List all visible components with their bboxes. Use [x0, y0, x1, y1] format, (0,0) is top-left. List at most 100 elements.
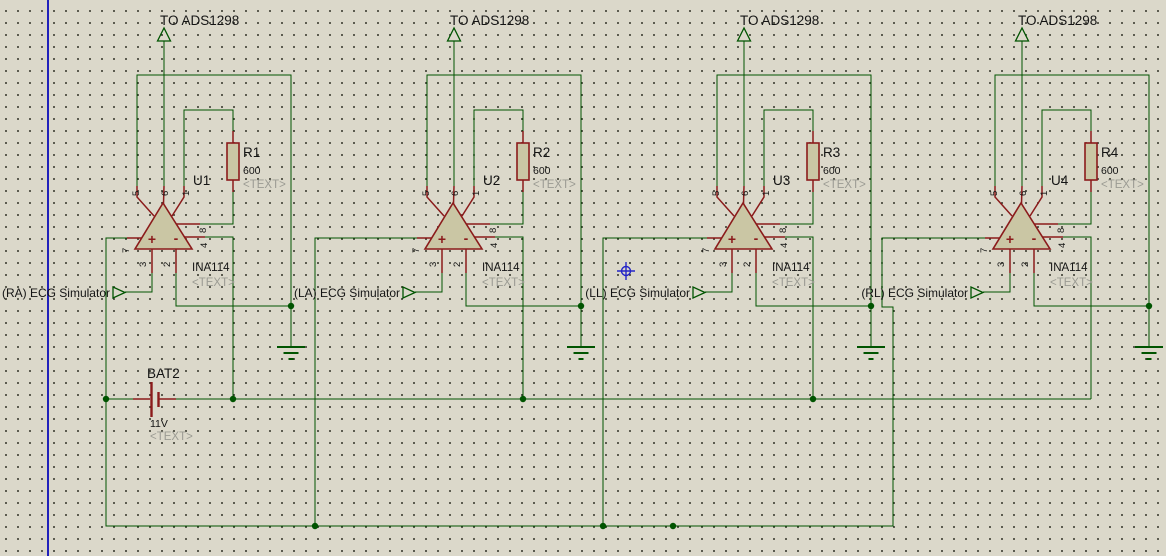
- amplifier-placeholder[interactable]: <TEXT>: [482, 277, 525, 289]
- output-terminal-icon[interactable]: [156, 26, 172, 42]
- wire[interactable]: [465, 273, 581, 307]
- battery-placeholder[interactable]: <TEXT>: [150, 431, 193, 443]
- resistor-value[interactable]: 600: [1101, 165, 1119, 177]
- ina114-amplifier[interactable]: + - 5 6 1 7 3 2 8 4 U1 INA114 <TEXT>: [121, 173, 235, 289]
- resistor-ref[interactable]: R2: [533, 145, 550, 160]
- resistor-ref[interactable]: R1: [243, 145, 260, 160]
- resistor-placeholder[interactable]: <TEXT>: [243, 179, 286, 191]
- wire[interactable]: [490, 192, 524, 225]
- amplifier-part[interactable]: INA114: [772, 262, 810, 274]
- resistor-placeholder[interactable]: <TEXT>: [1101, 179, 1144, 191]
- resistor-ref[interactable]: R3: [823, 145, 840, 160]
- resistor[interactable]: R3 600 <TEXT>: [806, 131, 866, 192]
- pin-lead[interactable]: [171, 186, 185, 217]
- wire[interactable]: [200, 192, 234, 225]
- wire[interactable]: [205, 236, 234, 399]
- pin-lead[interactable]: [461, 186, 475, 217]
- resistor-ref[interactable]: R4: [1101, 145, 1119, 160]
- top-terminal-label[interactable]: TO ADS1298: [450, 13, 529, 28]
- wire[interactable]: [705, 273, 733, 293]
- input-terminal-label[interactable]: (RL) ECG Simulator: [861, 286, 968, 300]
- wire[interactable]: [1058, 192, 1092, 225]
- resistor-value[interactable]: 600: [533, 165, 551, 177]
- amplifier-block-4[interactable]: TO ADS1298 R4 600 <TEXT>: [861, 13, 1163, 399]
- ground-symbol[interactable]: [277, 346, 305, 360]
- resistor-body[interactable]: [1084, 142, 1098, 181]
- pin-lead[interactable]: [426, 186, 445, 217]
- battery[interactable]: BAT2 11V <TEXT>: [102, 366, 193, 443]
- resistor-body[interactable]: [226, 142, 240, 181]
- resistor[interactable]: R2 600 <TEXT>: [516, 131, 576, 192]
- wire[interactable]: [780, 192, 814, 225]
- ina114-amplifier[interactable]: + - 5 6 1 7 3 2 8 4 U2 INA114 <TEXT>: [411, 173, 525, 289]
- resistor-body[interactable]: [806, 142, 820, 181]
- input-terminal-icon[interactable]: [402, 285, 417, 300]
- resistor-placeholder[interactable]: <TEXT>: [533, 179, 576, 191]
- resistor[interactable]: R1 600 <TEXT>: [226, 131, 286, 192]
- wire[interactable]: [175, 273, 291, 307]
- amplifier-part[interactable]: INA114: [1050, 262, 1088, 274]
- amplifier-ref[interactable]: U3: [773, 173, 790, 188]
- wire[interactable]: [755, 273, 871, 307]
- amplifier-block-2[interactable]: TO ADS1298 R2 600 <TEXT>: [294, 13, 595, 399]
- input-terminal-icon[interactable]: [692, 285, 707, 300]
- amplifier-part[interactable]: INA114: [192, 262, 230, 274]
- wire[interactable]: [415, 273, 443, 293]
- wire[interactable]: [602, 237, 707, 526]
- resistor-value[interactable]: 600: [243, 165, 261, 177]
- wire[interactable]: [314, 237, 417, 526]
- pin-lead[interactable]: [1020, 185, 1023, 205]
- amplifier-ref[interactable]: U4: [1051, 173, 1069, 188]
- wire[interactable]: [473, 109, 524, 186]
- amplifier-placeholder[interactable]: <TEXT>: [192, 277, 235, 289]
- vplus-net[interactable]: [105, 237, 985, 530]
- battery-value[interactable]: 11V: [150, 418, 168, 430]
- input-terminal-label[interactable]: (RA) ECG Simulator: [2, 286, 110, 300]
- ground-symbol[interactable]: [567, 346, 595, 360]
- wire[interactable]: [1033, 273, 1149, 307]
- input-terminal-label[interactable]: (LL) ECG Simulator: [585, 286, 690, 300]
- top-terminal-label[interactable]: TO ADS1298: [740, 13, 819, 28]
- input-terminal-icon[interactable]: [970, 285, 985, 300]
- wire[interactable]: [125, 273, 153, 293]
- amplifier-placeholder[interactable]: <TEXT>: [772, 277, 815, 289]
- output-terminal-icon[interactable]: [1014, 26, 1030, 42]
- wire[interactable]: [136, 74, 292, 347]
- pin-lead[interactable]: [136, 186, 155, 217]
- battery-ref[interactable]: BAT2: [147, 366, 180, 381]
- wire[interactable]: [183, 109, 234, 186]
- amplifier-block-1[interactable]: TO ADS1298 R1 600 <TEXT>: [2, 13, 305, 399]
- resistor-placeholder[interactable]: <TEXT>: [823, 179, 866, 191]
- opamp-triangle[interactable]: [713, 201, 774, 250]
- ina114-amplifier[interactable]: + - 5 6 1 7 3 2 8 4 U4 INA114 <TEXT>: [979, 173, 1093, 289]
- wire[interactable]: [785, 236, 814, 399]
- resistor-body[interactable]: [516, 142, 530, 181]
- resistor[interactable]: R4 600 <TEXT>: [1084, 131, 1144, 192]
- pin-lead[interactable]: [1029, 186, 1043, 217]
- ground-symbol[interactable]: [857, 346, 885, 360]
- wire[interactable]: [495, 236, 524, 399]
- amplifier-ref[interactable]: U1: [193, 173, 210, 188]
- wire[interactable]: [1063, 236, 1092, 399]
- top-terminal-label[interactable]: TO ADS1298: [160, 13, 239, 28]
- output-terminal-icon[interactable]: [446, 26, 462, 42]
- opamp-triangle[interactable]: [991, 201, 1052, 250]
- wire[interactable]: [763, 109, 814, 186]
- input-terminal-icon[interactable]: [112, 285, 127, 300]
- pin-lead[interactable]: [742, 185, 745, 205]
- wire[interactable]: [983, 273, 1011, 293]
- amplifier-ref[interactable]: U2: [483, 173, 500, 188]
- wire[interactable]: [716, 74, 872, 347]
- wire[interactable]: [105, 237, 985, 527]
- pin-lead[interactable]: [716, 186, 735, 217]
- opamp-triangle[interactable]: [423, 201, 484, 250]
- ground-symbol[interactable]: [1135, 346, 1163, 360]
- wire[interactable]: [426, 74, 582, 347]
- pin-lead[interactable]: [994, 186, 1013, 217]
- wire[interactable]: [994, 74, 1150, 347]
- ina114-amplifier[interactable]: + - 5 6 1 7 3 2 8 4 U3 INA114 <TEXT>: [701, 173, 815, 289]
- opamp-triangle[interactable]: [133, 201, 194, 250]
- input-terminal-label[interactable]: (LA) ECG Simulator: [294, 286, 400, 300]
- amplifier-placeholder[interactable]: <TEXT>: [1050, 277, 1093, 289]
- resistor-value[interactable]: 600: [823, 165, 841, 177]
